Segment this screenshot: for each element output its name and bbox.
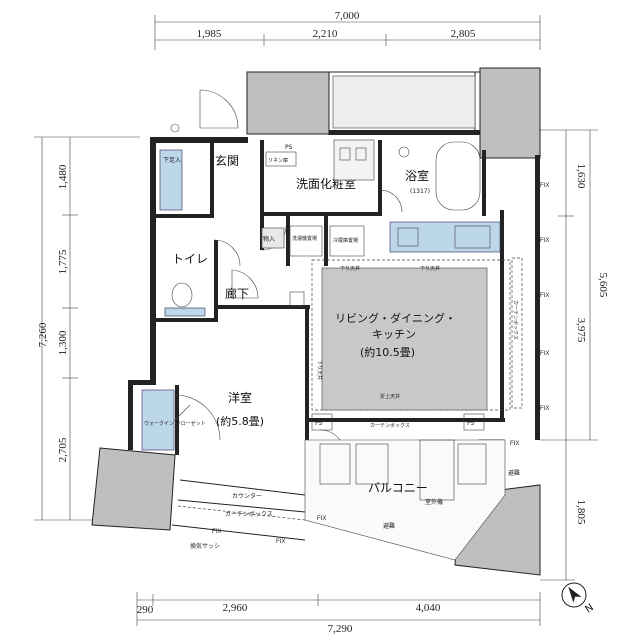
- top-ledge: [332, 75, 476, 129]
- dim-right-total: 5,605: [597, 273, 609, 298]
- ps-label-right: PS: [467, 420, 475, 427]
- western-room-size: (約5.8畳): [216, 414, 264, 428]
- counter-label: カウンター: [232, 492, 262, 500]
- entrance-label: 玄関: [215, 153, 239, 168]
- ps-label-top: PS: [285, 144, 293, 151]
- toilet-counter: [164, 307, 206, 317]
- dim-right-2: 3,975: [575, 318, 587, 343]
- ps-box-right: [463, 413, 485, 431]
- shoe-storage-label: 下足入: [163, 157, 181, 164]
- dim-top-1: 1,985: [197, 28, 222, 40]
- curtain-box-bottom-label: カーテンボックス: [370, 422, 410, 429]
- dim-top-3: 2,805: [451, 28, 476, 40]
- counter-curtain-label: カーテンボックス: [225, 510, 273, 518]
- top-dimensions: 7,000 1,985 2,210 2,805: [154, 10, 541, 50]
- curtain-box-right: [511, 257, 523, 409]
- dim-left-4: 2,705: [57, 437, 69, 462]
- storage-label: 物入: [263, 235, 275, 243]
- bathroom-label: 浴室: [405, 168, 429, 183]
- svg-text:FIX: FIX: [510, 441, 519, 447]
- svg-text:FIX: FIX: [212, 529, 221, 535]
- ceiling-down-label-2: 下り天井: [420, 265, 440, 272]
- right-dimensions: 1,630 3,975 5,605 1,805: [540, 129, 609, 581]
- svg-text:FIX: FIX: [276, 539, 285, 545]
- light-icon: [170, 123, 180, 133]
- ceiling-up-label: 折上天井: [380, 393, 400, 400]
- shower-icon: [398, 146, 410, 158]
- dim-right-1: 1,630: [575, 164, 587, 189]
- fridge-label: 冷蔵庫置場: [333, 237, 358, 244]
- vanity-sink-left: [339, 147, 351, 161]
- escape-label: 避難: [508, 469, 520, 477]
- toilet-label: トイレ: [172, 252, 208, 266]
- balcony-unit-3: [419, 439, 455, 501]
- dim-bottom-3: 4,040: [416, 602, 441, 614]
- fridge-area: [329, 225, 365, 257]
- hallway-label: 廊下: [225, 286, 249, 301]
- ceiling-down-label: 下り天井: [340, 265, 360, 272]
- fix-labels: FIX FIX FIX FIX FIX FIX FIX FIX FIX: [212, 183, 549, 545]
- linen-box: [265, 151, 297, 167]
- bathtub: [435, 141, 481, 211]
- western-room-label: 洋室: [228, 390, 252, 405]
- vertical-ceiling-label: 下り天井: [316, 360, 323, 380]
- raised-ceiling-area: [321, 267, 488, 411]
- dim-top-2: 2,210: [313, 28, 338, 40]
- dim-left-2: 1,775: [57, 249, 69, 274]
- ldk-label-2: キッチン: [372, 328, 416, 341]
- ps-box-left: [311, 413, 333, 431]
- interior-walls: [156, 137, 505, 495]
- column-top-center: [246, 71, 330, 135]
- balcony-unit-1: [319, 443, 351, 485]
- dim-bottom-2: 2,960: [223, 602, 248, 614]
- linen-label: リネン庫: [268, 157, 288, 164]
- column-top-right: [479, 67, 541, 159]
- kitchen-sink: [397, 227, 419, 247]
- dim-left-total: 7,260: [37, 322, 49, 347]
- svg-text:FIX: FIX: [540, 351, 549, 357]
- compass-north-label: N: [583, 602, 595, 615]
- washing-machine-label: 洗濯機置場: [292, 235, 317, 242]
- toilet-bowl: [171, 282, 193, 308]
- dim-top-total: 7,000: [335, 10, 360, 22]
- svg-text:FIX: FIX: [540, 183, 549, 189]
- air-unit-label: 室外機: [425, 498, 443, 506]
- balcony-label: バルコニー: [368, 481, 428, 495]
- ldk-size: (約10.5畳): [360, 345, 415, 359]
- bottom-dimensions: 290 2,960 4,040 7,290: [136, 592, 541, 635]
- kitchen-counter: [389, 221, 501, 253]
- dim-bottom-total: 7,290: [328, 623, 353, 635]
- svg-text:FIX: FIX: [540, 406, 549, 412]
- shoe-storage-box: [159, 149, 183, 211]
- svg-text:FIX: FIX: [540, 238, 549, 244]
- outer-walls: [128, 71, 540, 450]
- kitchen-stove: [454, 225, 491, 249]
- bathroom-size: (1317): [410, 188, 430, 195]
- left-dimensions: 7,260 1,480 1,775 1,300 2,705: [34, 136, 140, 521]
- escape-label-2: 避難: [383, 522, 395, 530]
- compass-icon: N: [561, 582, 596, 615]
- sash-label: 換気サッシ: [190, 542, 220, 550]
- balcony-unit-4: [457, 443, 487, 485]
- balcony-area: [304, 439, 506, 561]
- panel-box: [289, 291, 305, 307]
- svg-text:FIX: FIX: [317, 516, 326, 522]
- dim-right-lower: 1,805: [575, 500, 587, 525]
- dim-left-3: 1,300: [57, 330, 69, 355]
- dim-bottom-1: 290: [137, 604, 154, 616]
- storage-box: [261, 227, 285, 249]
- svg-text:FIX: FIX: [540, 293, 549, 299]
- balcony-unit-2: [355, 443, 389, 485]
- walk-in-closet: [141, 389, 175, 451]
- column-bottom-left: [91, 447, 176, 531]
- washing-machine-area: [289, 225, 323, 257]
- vanity-sink-right: [355, 147, 367, 161]
- ps-label-left: PS: [315, 420, 323, 427]
- ldk-label-1: リビング・ダイニング・: [335, 311, 456, 325]
- dim-left-1: 1,480: [57, 164, 69, 189]
- walk-in-label: ウォークイン クローゼット: [144, 420, 206, 427]
- curtain-box-right-label: カーテンボックス: [512, 300, 519, 340]
